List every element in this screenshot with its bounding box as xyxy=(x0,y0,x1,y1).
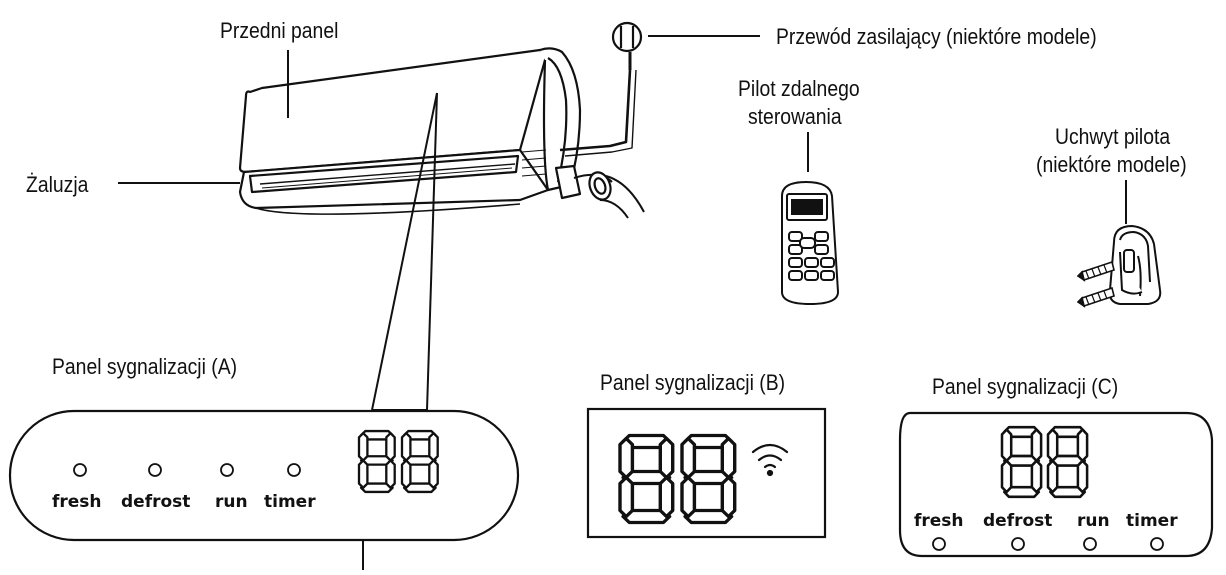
panel-a-label-fresh: fresh xyxy=(52,492,102,512)
led-defrost xyxy=(148,463,162,477)
remote-holder-icon xyxy=(1108,224,1162,305)
panel-c-label-timer: timer xyxy=(1126,511,1178,531)
led-timer xyxy=(287,463,301,477)
panel-c-leds xyxy=(932,537,1164,551)
panel-c-label-fresh: fresh xyxy=(914,511,964,531)
panel-a-label-defrost: defrost xyxy=(121,492,191,512)
label-louver: Żaluzja xyxy=(26,172,89,197)
label-holder-line2: (niektóre modele) xyxy=(1036,152,1187,177)
panel-c-label-defrost: defrost xyxy=(983,511,1053,531)
panel-c-label-run: run xyxy=(1077,511,1110,531)
remote-control-icon xyxy=(781,180,840,306)
led-fresh xyxy=(73,463,87,477)
panel-a-label-run: run xyxy=(215,492,248,512)
label-power-cord: Przewód zasilający (niektóre modele) xyxy=(776,24,1097,49)
led-fresh xyxy=(932,537,946,551)
label-front-panel: Przedni panel xyxy=(220,18,339,43)
led-run xyxy=(220,463,234,477)
label-remote-line2: sterowania xyxy=(748,104,842,129)
led-timer xyxy=(1150,537,1164,551)
indoor-unit xyxy=(238,47,645,219)
wifi-icon xyxy=(751,443,789,477)
panel-b-title: Panel sygnalizacji (B) xyxy=(600,370,786,395)
label-remote-line1: Pilot zdalnego xyxy=(738,76,860,101)
panel-a-label-timer: timer xyxy=(264,492,316,512)
screw-icon xyxy=(1076,260,1115,308)
label-holder-line1: Uchwyt pilota xyxy=(1055,124,1171,149)
power-plug-icon xyxy=(611,21,643,53)
led-defrost xyxy=(1011,537,1025,551)
led-run xyxy=(1083,537,1097,551)
panel-a-leds xyxy=(73,463,301,477)
indicator-panel-b xyxy=(586,407,827,539)
panel-a-title: Panel sygnalizacji (A) xyxy=(52,354,238,379)
indicator-panel-a xyxy=(8,409,520,542)
panel-c-title: Panel sygnalizacji (C) xyxy=(932,374,1119,399)
indicator-panel-c xyxy=(898,411,1214,558)
